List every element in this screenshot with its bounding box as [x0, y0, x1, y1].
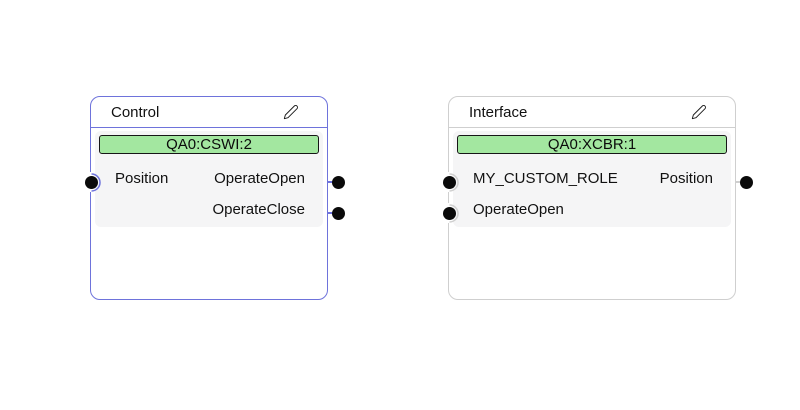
port-dot[interactable]: [740, 175, 753, 189]
node-badge: QA0:CSWI:2: [99, 135, 319, 154]
output-label-operateopen: OperateOpen: [214, 170, 305, 187]
port-stub: [736, 181, 741, 183]
pencil-icon[interactable]: [282, 104, 299, 121]
pencil-icon[interactable]: [690, 104, 707, 121]
port-row: Position OperateOpen: [99, 163, 319, 194]
port-row: OperateClose: [99, 194, 319, 225]
port-rows: MY_CUSTOM_ROLE Position OperateOpen: [457, 163, 727, 225]
node-title: Control: [111, 103, 160, 121]
output-label-operateclose: OperateClose: [212, 201, 305, 218]
output-label-position: Position: [659, 170, 713, 187]
port-stub: [328, 212, 333, 214]
node-badge: QA0:XCBR:1: [457, 135, 727, 154]
node-header: Interface: [449, 97, 735, 128]
port-dot[interactable]: [84, 175, 98, 189]
node-header: Control: [91, 97, 327, 128]
port-stub: [328, 181, 333, 183]
port-rows: Position OperateOpen OperateClose: [99, 163, 319, 225]
port-dot[interactable]: [442, 206, 456, 220]
node-control[interactable]: Control QA0:CSWI:2 Position OperateOpen …: [84, 96, 345, 300]
input-label-operateopen: OperateOpen: [473, 201, 564, 218]
port-row: MY_CUSTOM_ROLE Position: [457, 163, 727, 194]
node-title: Interface: [469, 103, 528, 121]
node-body: QA0:CSWI:2 Position OperateOpen OperateC…: [95, 131, 323, 227]
port-notch-arc: [448, 172, 459, 192]
port-dot[interactable]: [442, 175, 456, 189]
node-body: QA0:XCBR:1 MY_CUSTOM_ROLE Position Opera…: [453, 131, 731, 227]
input-label-position: Position: [115, 170, 169, 187]
port-dot[interactable]: [332, 206, 345, 220]
port-notch-arc: [90, 172, 101, 192]
input-label-my-custom-role: MY_CUSTOM_ROLE: [473, 170, 618, 187]
port-dot[interactable]: [332, 175, 345, 189]
port-row: OperateOpen: [457, 194, 727, 225]
port-notch-arc: [448, 203, 459, 223]
node-interface[interactable]: Interface QA0:XCBR:1 MY_CUSTOM_ROLE Posi…: [442, 96, 753, 300]
